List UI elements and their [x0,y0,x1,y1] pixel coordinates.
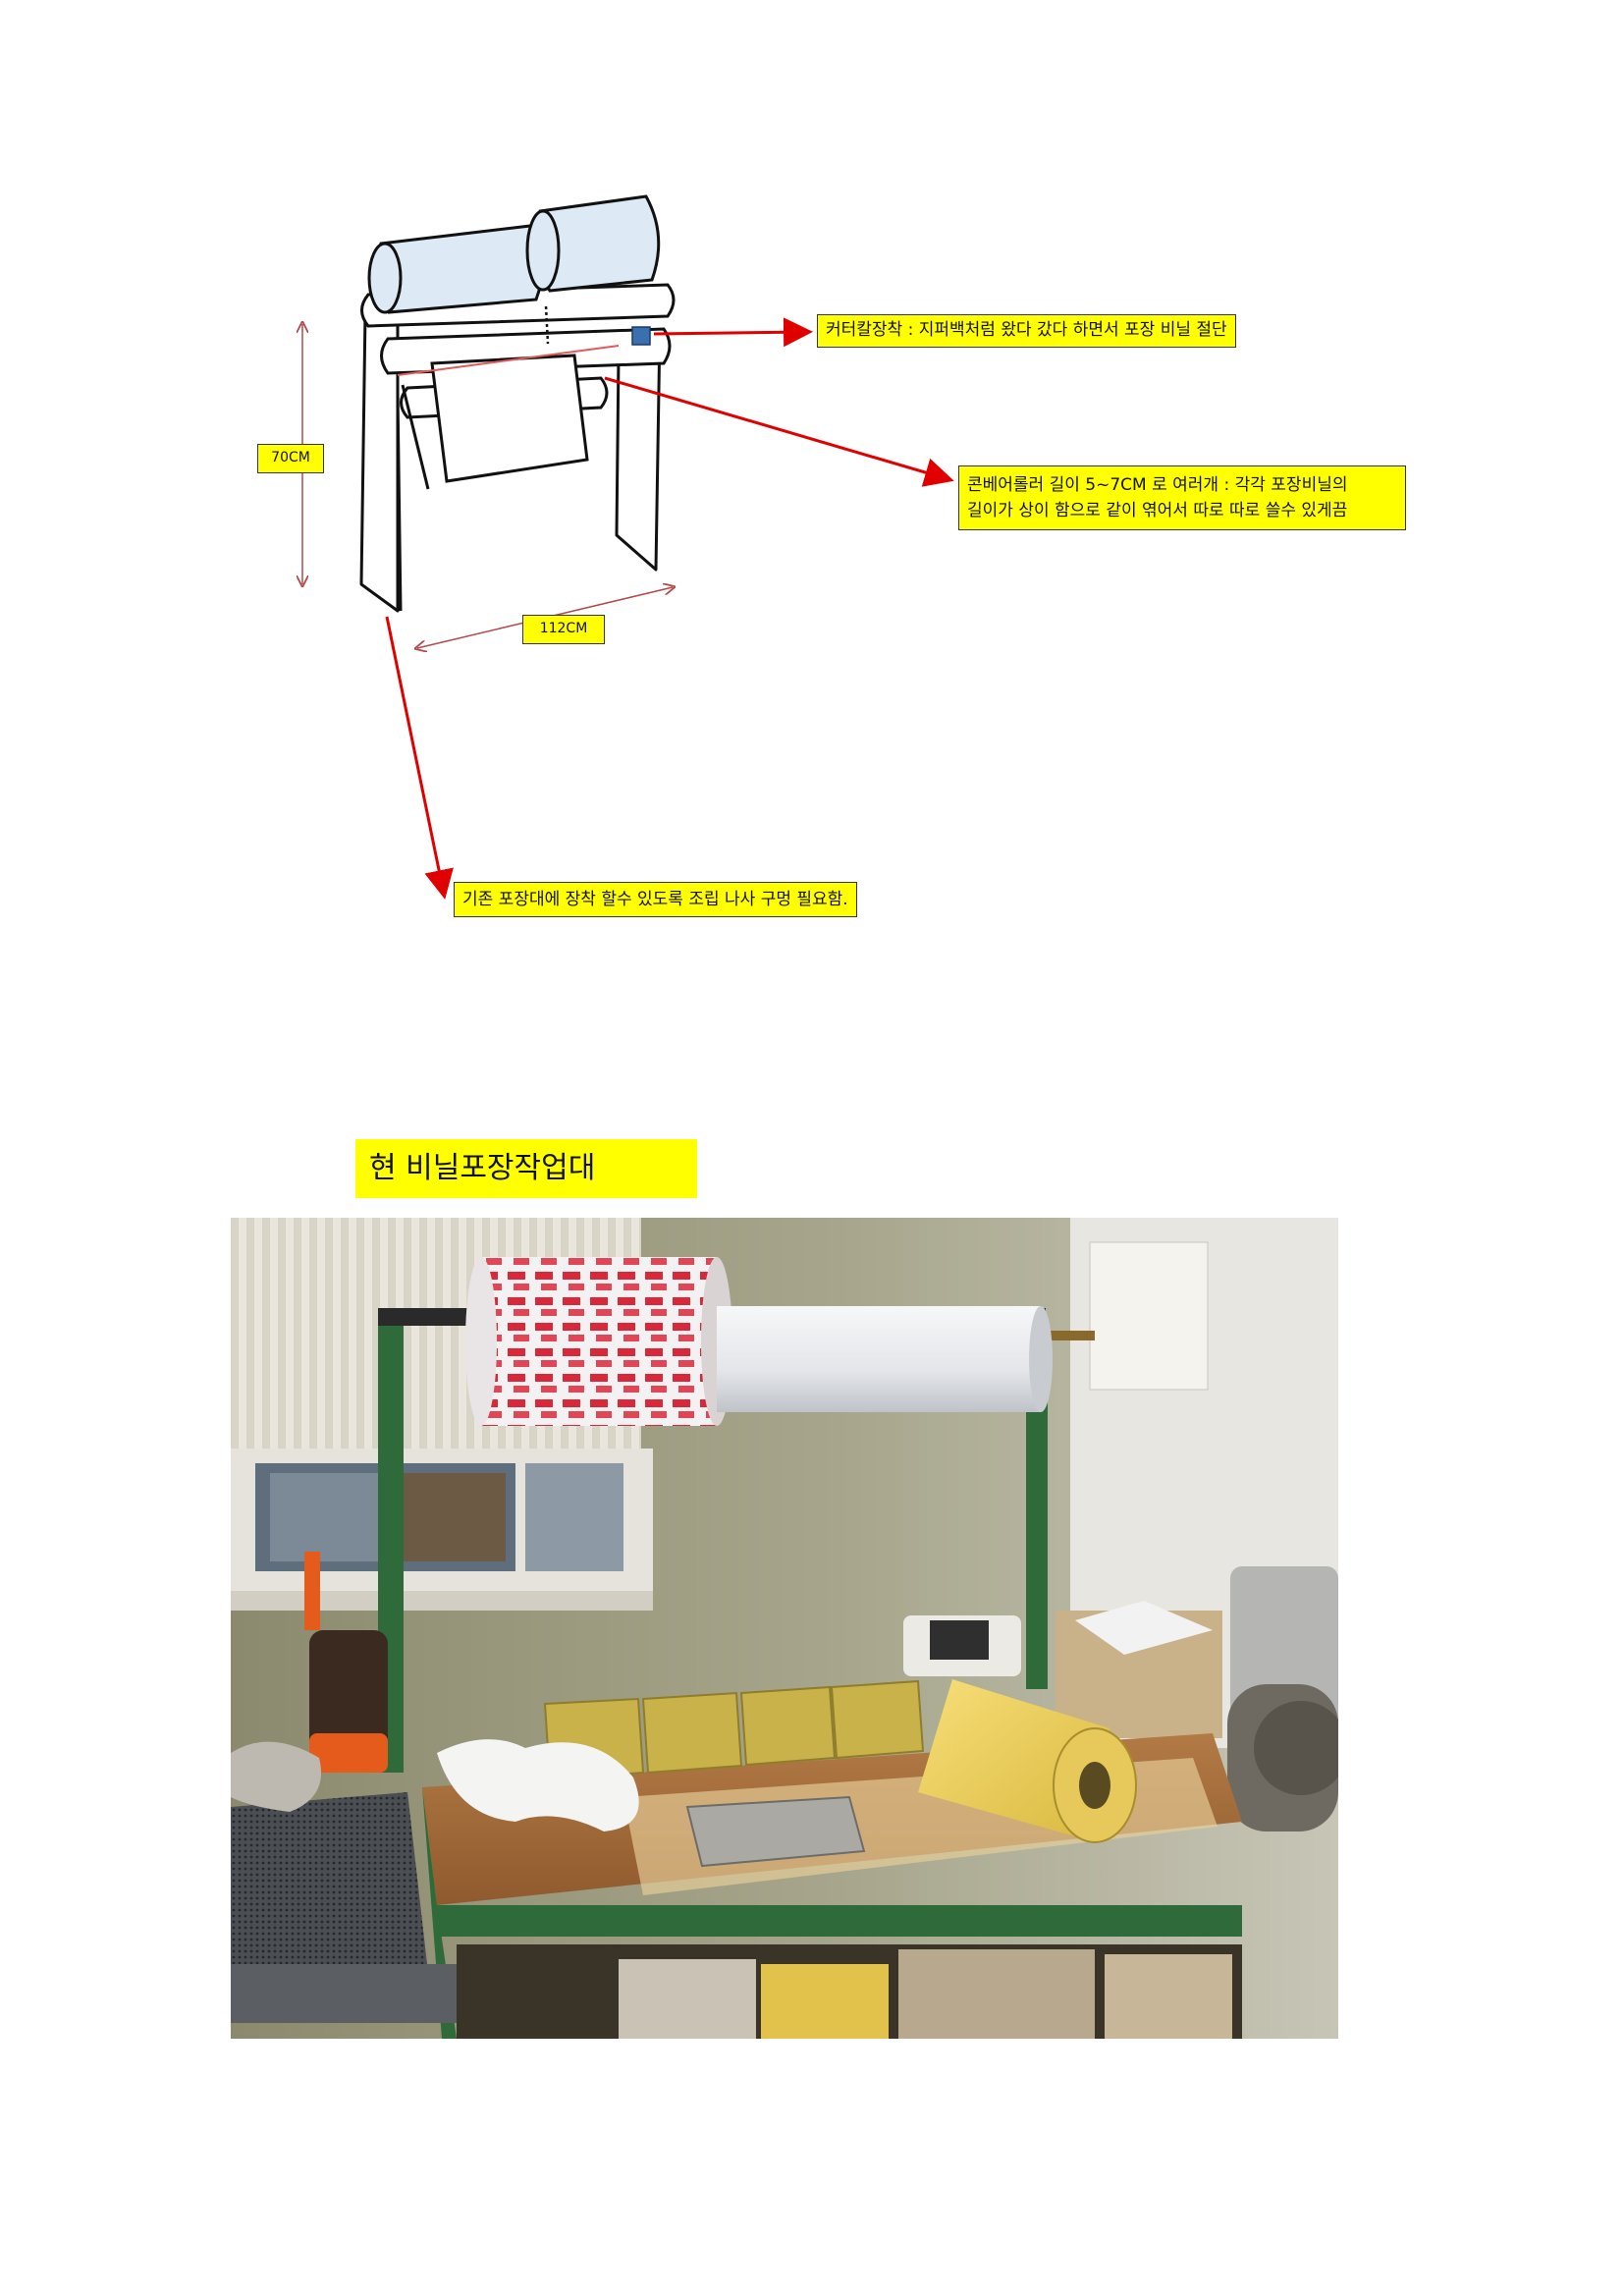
cut-line [544,305,550,345]
roller-callout-line-1: 콘베어롤러 길이 5~7CM 로 여러개 : 각각 포장비닐의 [967,475,1348,495]
mount-callout: 기존 포장대에 장착 할수 있도록 조립 나사 구멍 필요함. [454,882,857,917]
cutter-arrow [653,317,813,348]
mount-arrow [385,616,454,900]
workbench-photo [231,1218,1338,2039]
cutter-block [631,326,651,346]
photo-section-title: 현 비닐포장작업대 [355,1139,697,1198]
cutter-callout: 커터칼장착 : 지퍼백처럼 왔다 갔다 하면서 포장 비닐 절단 [817,314,1236,348]
film-sheets [401,354,589,490]
roller-arrow [604,376,954,487]
stand-frame [359,311,662,613]
width-label: 112CM [522,615,605,644]
roller-callout: 콘베어롤러 길이 5~7CM 로 여러개 : 각각 포장비닐의 길이가 상이 함… [958,465,1406,530]
roll-stand-diagram [0,194,954,900]
cutter-rail [397,345,620,376]
film-rolls [367,194,661,314]
roller-callout-line-2: 길이가 상이 함으로 같이 엮어서 따로 따로 쓸수 있게끔 [967,501,1348,520]
height-label: 70CM [257,444,324,473]
